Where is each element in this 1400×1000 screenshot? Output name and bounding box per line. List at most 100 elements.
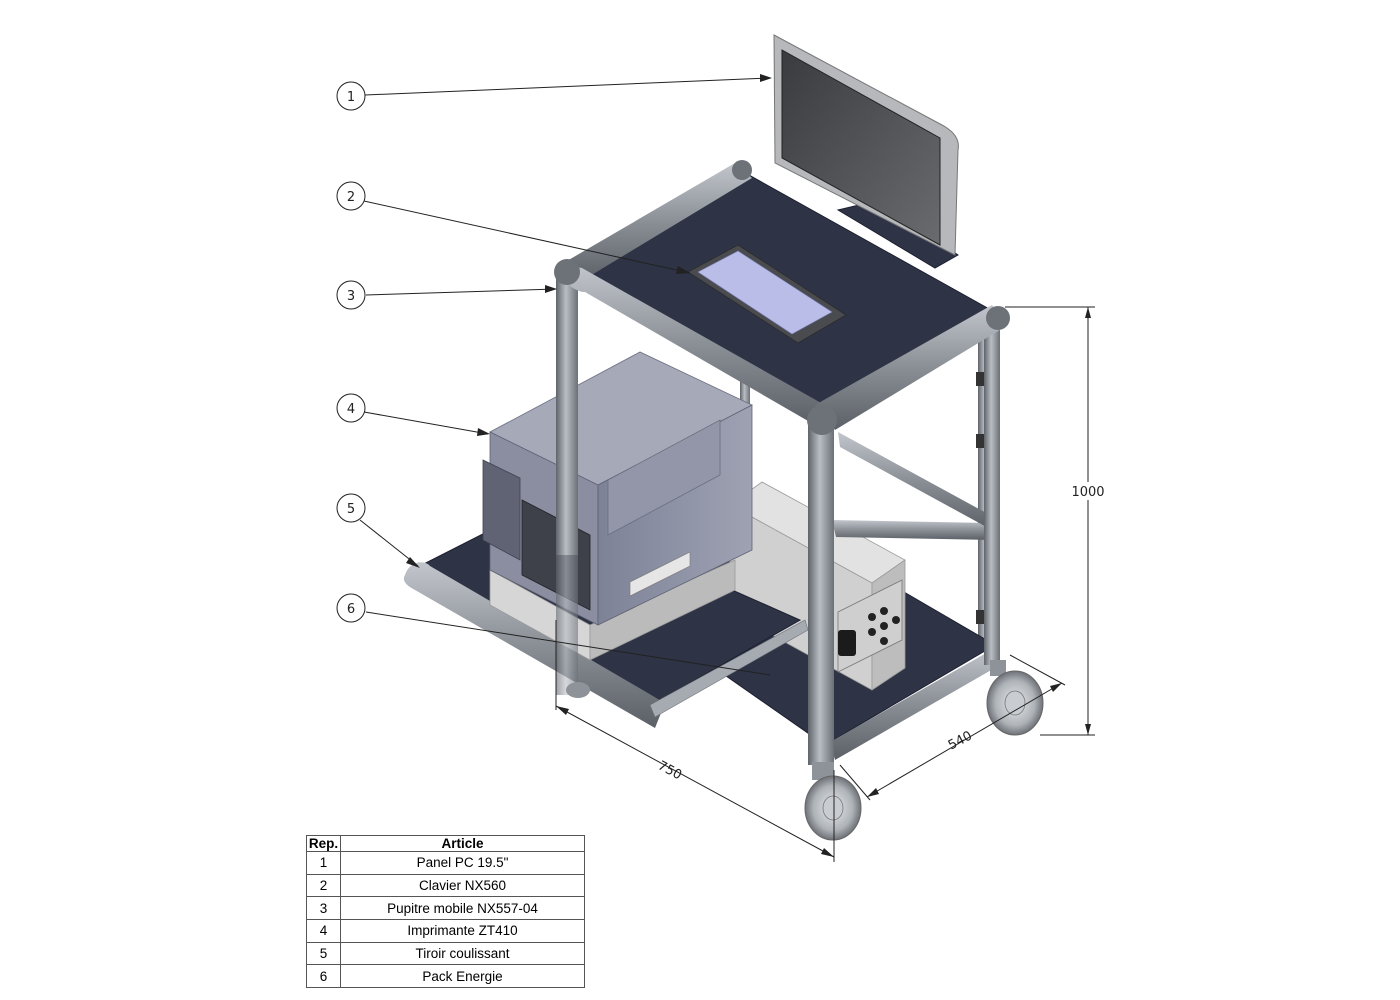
top-shelf-rail-front — [564, 265, 830, 425]
callouts: 1 2 3 4 5 6 — [336, 81, 366, 623]
arrowhead-2 — [676, 266, 690, 274]
power-connector-4 — [880, 622, 888, 630]
bom-row-rep: 6 — [306, 964, 341, 988]
bom-row: 4 Imprimante ZT410 — [306, 918, 585, 943]
callout-4: 4 — [336, 393, 366, 423]
leader-3 — [365, 288, 557, 296]
drawer-front-rail — [403, 562, 665, 728]
printer-paper-exit — [629, 551, 691, 597]
top-shelf-rail-left — [560, 163, 752, 282]
arrowhead-4 — [477, 428, 490, 436]
leader-arrowheads — [406, 74, 772, 568]
power-connector-5 — [892, 616, 900, 624]
arrowhead-5 — [406, 557, 420, 568]
width-dim-line — [555, 705, 835, 858]
leader-1 — [364, 77, 771, 96]
caster-front-hub — [822, 795, 844, 821]
front-leg-right — [808, 420, 834, 765]
bom-row-article: Clavier NX560 — [340, 873, 585, 898]
depth-dim-line — [866, 682, 1063, 798]
callout-6-circle — [336, 593, 366, 623]
front-leg-left-lower — [556, 555, 578, 695]
callout-3-label: 3 — [347, 289, 355, 304]
keyboard — [687, 244, 847, 344]
callout-3: 3 — [336, 280, 366, 310]
callout-3-circle — [336, 280, 366, 310]
callout-5-circle — [336, 493, 366, 523]
leader-6 — [365, 611, 771, 676]
printer-door-window — [607, 419, 721, 536]
caster-rear-hub — [1004, 690, 1026, 716]
panel-pc-screen — [781, 49, 941, 246]
callout-1-circle — [336, 81, 366, 111]
depth-ext-front — [839, 764, 871, 801]
side-hook-3 — [976, 610, 984, 624]
leader-lines — [359, 77, 771, 676]
side-hook-1 — [976, 372, 984, 386]
callout-6: 6 — [336, 593, 366, 623]
front-leg-left — [556, 270, 578, 555]
callout-6-label: 6 — [347, 602, 355, 617]
height-arrow-top — [1085, 307, 1091, 318]
corner-joint-back — [732, 160, 752, 180]
callout-2-label: 2 — [347, 190, 355, 205]
caster-rear-fork — [990, 660, 1006, 676]
bom-header-row: Rep. Article — [306, 835, 585, 852]
bottom-shelf-front-rail — [830, 648, 1000, 760]
power-connector-6 — [880, 637, 888, 645]
printer-control-panel — [482, 459, 521, 561]
dimension-width — [555, 620, 835, 862]
panel-pc — [773, 34, 959, 256]
bom-row: 1 Panel PC 19.5" — [306, 851, 585, 875]
depth-label: 540 — [946, 728, 975, 753]
leader-4 — [363, 411, 489, 435]
middle-rail-right — [832, 520, 995, 540]
side-hook-2 — [976, 434, 984, 448]
cart-assembly — [403, 34, 1044, 841]
bom-row-rep: 3 — [306, 896, 341, 920]
bom-header-article: Article — [340, 835, 585, 852]
arrowhead-3 — [545, 285, 557, 293]
power-connector-1 — [868, 613, 876, 621]
bill-of-materials: Rep. Article 1 Panel PC 19.5" 2 Clavier … — [306, 835, 585, 988]
corner-joint-front — [807, 405, 837, 435]
depth-ext-rear — [1009, 654, 1066, 686]
power-socket — [838, 630, 856, 656]
width-arrow-left — [556, 706, 569, 715]
bom-row-rep: 2 — [306, 873, 341, 898]
height-arrow-bottom — [1085, 724, 1091, 735]
bom-row-article: Imprimante ZT410 — [340, 918, 585, 943]
bom-row-rep: 4 — [306, 918, 341, 943]
bom-header-rep: Rep. — [306, 835, 341, 852]
caster-left-wheel — [566, 682, 590, 698]
callout-1-label: 1 — [347, 90, 355, 105]
leader-5 — [359, 519, 419, 567]
caster-front — [804, 762, 862, 841]
bom-row: 3 Pupitre mobile NX557-04 — [306, 896, 585, 920]
caster-front-fork — [812, 762, 834, 780]
callout-4-label: 4 — [347, 402, 355, 417]
bom-row-article: Tiroir coulissant — [340, 941, 585, 966]
callout-4-circle — [336, 393, 366, 423]
bom-row-rep: 5 — [306, 941, 341, 966]
callout-2-circle — [336, 181, 366, 211]
bom-row: 6 Pack Energie — [306, 964, 585, 988]
dimension-depth — [839, 654, 1066, 801]
width-label: 750 — [655, 758, 684, 783]
side-leg-right — [984, 320, 1000, 665]
caster-left — [566, 682, 590, 698]
width-arrow-right — [821, 848, 834, 857]
dimension-height — [1005, 306, 1095, 736]
callout-5-label: 5 — [347, 502, 355, 517]
callout-2: 2 — [336, 181, 366, 211]
power-connector-3 — [868, 628, 876, 636]
bom-row-article: Pupitre mobile NX557-04 — [340, 896, 585, 920]
bom-row-article: Panel PC 19.5" — [340, 851, 585, 875]
middle-rail-depth — [838, 432, 992, 530]
bom-row-article: Pack Energie — [340, 964, 585, 988]
callout-1: 1 — [336, 81, 366, 111]
caster-rear — [986, 660, 1044, 736]
depth-arrow-front — [867, 788, 879, 797]
leader-2 — [363, 200, 691, 274]
